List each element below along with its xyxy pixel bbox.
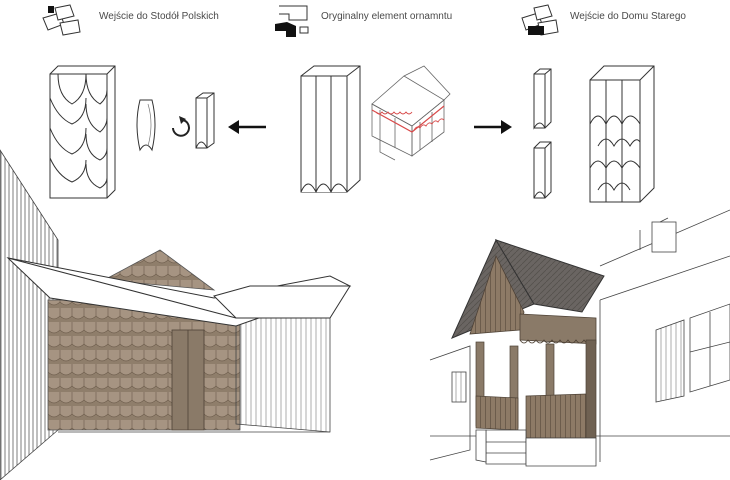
arrow-left-icon [228,120,266,134]
barn-entrance-perspective [0,149,352,480]
scale-panel-left [49,65,116,199]
rotate-icon [172,116,190,137]
caption-center: Oryginalny element ornamntu [321,11,453,22]
original-ornament-panel [300,65,361,194]
building-plan-icon [275,5,309,37]
stacked-planks-icon-left [42,4,81,36]
curved-plank [136,99,156,152]
caption-left: Wejście do Stodół Polskich [99,11,219,22]
straight-plank-right-2 [533,141,552,199]
arrow-right-icon [474,120,512,134]
old-house-perspective [429,209,730,467]
caption-right: Wejście do Domu Starego [570,11,686,22]
straight-plank-left [195,92,215,149]
original-porch-sketch [371,65,451,161]
scale-panel-right [589,65,655,203]
stacked-planks-icon-right [521,4,559,36]
straight-plank-right-1 [533,68,552,130]
